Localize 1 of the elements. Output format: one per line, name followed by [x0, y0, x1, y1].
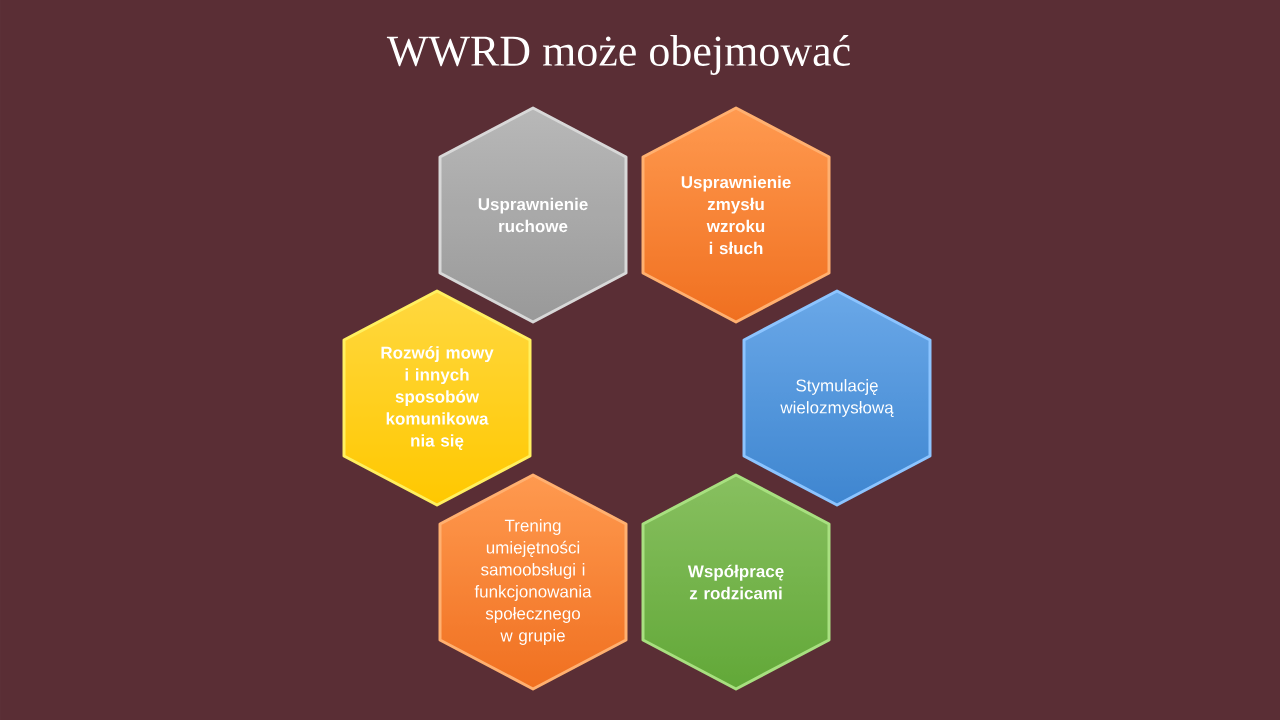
- title: WWRD może obejmować: [386, 35, 850, 75]
